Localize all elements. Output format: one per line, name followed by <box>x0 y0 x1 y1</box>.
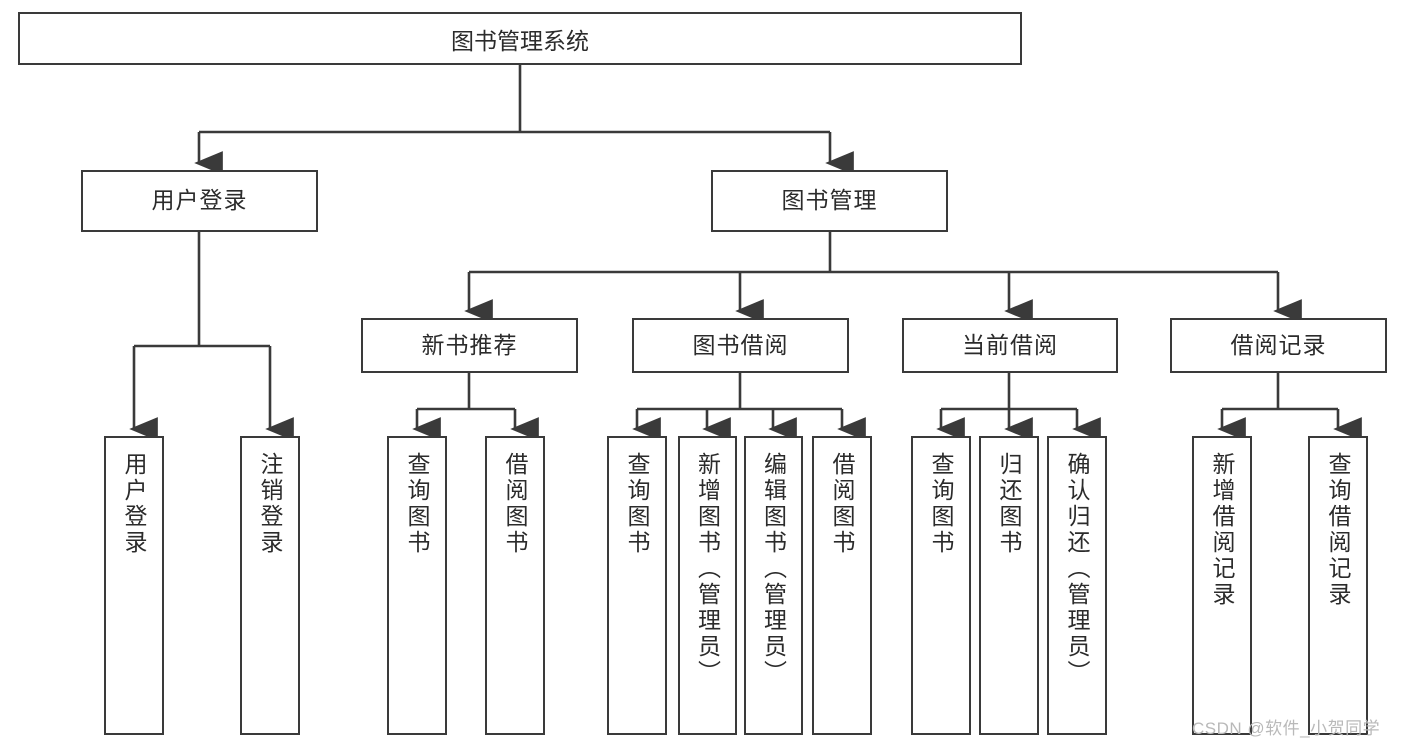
node-new-book-recommend-label: 新书推荐 <box>421 331 518 358</box>
leaf-record-add[interactable]: 新增借阅记录 <box>1192 436 1252 735</box>
node-borrow-records[interactable]: 借阅记录 <box>1170 318 1387 373</box>
leaf-current-return[interactable]: 归还图书 <box>979 436 1039 735</box>
node-book-borrow-label: 图书借阅 <box>692 331 789 358</box>
leaf-logout[interactable]: 注销登录 <box>240 436 300 735</box>
node-user-login-label: 用户登录 <box>151 187 248 214</box>
node-root-system[interactable]: 图书管理系统 <box>18 12 1022 65</box>
leaf-current-confirm-admin-label: 确认归还（管理员） <box>1064 452 1090 686</box>
node-root-system-label: 图书管理系统 <box>451 27 589 54</box>
leaf-newbook-borrow-label: 借阅图书 <box>502 452 528 556</box>
leaf-borrow-edit-admin-label: 编辑图书（管理员） <box>760 452 787 686</box>
leaf-newbook-borrow[interactable]: 借阅图书 <box>485 436 545 735</box>
node-current-borrow[interactable]: 当前借阅 <box>902 318 1118 373</box>
leaf-borrow-add-admin[interactable]: 新增图书（管理员） <box>678 436 737 735</box>
leaf-borrow-query[interactable]: 查询图书 <box>607 436 667 735</box>
leaf-logout-label: 注销登录 <box>257 452 283 556</box>
leaf-newbook-query-label: 查询图书 <box>404 452 430 556</box>
leaf-current-return-label: 归还图书 <box>996 452 1022 556</box>
leaf-current-query-label: 查询图书 <box>928 452 954 556</box>
node-current-borrow-label: 当前借阅 <box>962 331 1058 358</box>
leaf-user-login-label: 用户登录 <box>121 452 147 556</box>
leaf-current-query[interactable]: 查询图书 <box>911 436 971 735</box>
node-new-book-recommend[interactable]: 新书推荐 <box>361 318 578 373</box>
leaf-borrow-book[interactable]: 借阅图书 <box>812 436 872 735</box>
node-borrow-records-label: 借阅记录 <box>1230 331 1327 358</box>
leaf-borrow-edit-admin[interactable]: 编辑图书（管理员） <box>744 436 803 735</box>
leaf-borrow-add-admin-label: 新增图书（管理员） <box>694 452 721 686</box>
leaf-borrow-book-label: 借阅图书 <box>829 452 855 556</box>
leaf-record-add-label: 新增借阅记录 <box>1209 452 1235 608</box>
node-user-login[interactable]: 用户登录 <box>81 170 318 232</box>
node-book-borrow[interactable]: 图书借阅 <box>632 318 849 373</box>
csdn-watermark: CSDN @软件_小贺同学 <box>1192 719 1381 738</box>
node-book-management-label: 图书管理 <box>781 187 878 214</box>
node-book-management[interactable]: 图书管理 <box>711 170 948 232</box>
leaf-record-query-label: 查询借阅记录 <box>1325 452 1351 608</box>
leaf-newbook-query[interactable]: 查询图书 <box>387 436 447 735</box>
leaf-borrow-query-label: 查询图书 <box>624 452 650 556</box>
leaf-current-confirm-admin[interactable]: 确认归还（管理员） <box>1047 436 1107 735</box>
leaf-user-login[interactable]: 用户登录 <box>104 436 164 735</box>
leaf-record-query[interactable]: 查询借阅记录 <box>1308 436 1368 735</box>
